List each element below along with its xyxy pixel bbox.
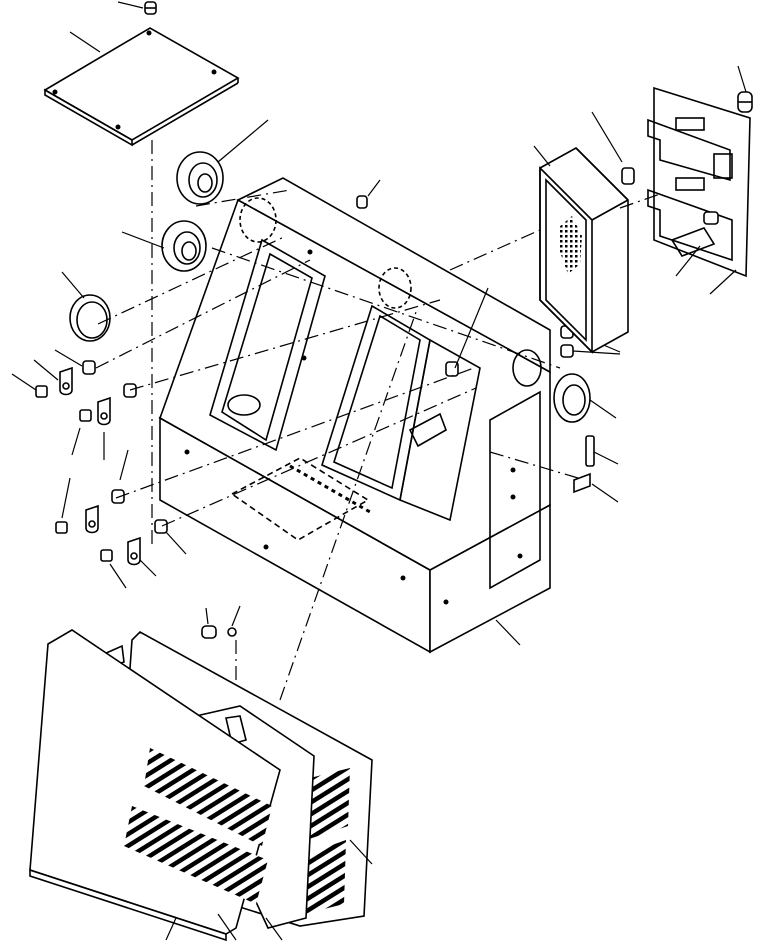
grommet-upper bbox=[176, 151, 224, 205]
clip bbox=[573, 472, 591, 494]
front-cover-grille bbox=[29, 629, 281, 942]
spacer bbox=[123, 383, 137, 398]
leader-line bbox=[165, 917, 177, 941]
bolt bbox=[585, 435, 595, 467]
grommet-middle bbox=[161, 220, 207, 272]
leader-line bbox=[217, 913, 237, 941]
leader-line bbox=[121, 231, 165, 249]
leader-line bbox=[11, 373, 37, 391]
cable-clamp bbox=[127, 536, 141, 566]
leader-line bbox=[591, 483, 619, 503]
leader-line bbox=[737, 65, 747, 93]
leader-line bbox=[61, 271, 85, 299]
leader-line bbox=[572, 350, 621, 355]
leader-line bbox=[265, 917, 283, 941]
leader-line bbox=[109, 563, 127, 589]
blanking-plug bbox=[69, 294, 111, 342]
pin bbox=[621, 167, 635, 185]
leader-line bbox=[119, 449, 129, 481]
spacer bbox=[82, 360, 96, 375]
cover-fastener bbox=[201, 625, 237, 639]
leader-line bbox=[709, 269, 737, 295]
nut bbox=[55, 521, 68, 534]
spacer bbox=[111, 489, 125, 504]
leader-line bbox=[675, 245, 701, 277]
nut bbox=[35, 385, 48, 398]
leader-line bbox=[33, 359, 59, 381]
leader-line bbox=[593, 451, 619, 465]
leader-line bbox=[231, 605, 241, 627]
leader-line bbox=[54, 349, 83, 367]
leader-line bbox=[495, 619, 521, 646]
cable-clamp bbox=[59, 366, 73, 396]
leader-line bbox=[454, 287, 489, 369]
leader-line bbox=[69, 31, 101, 53]
leader-line bbox=[533, 145, 551, 167]
spacer bbox=[154, 519, 168, 534]
leader-line bbox=[205, 607, 209, 625]
knob bbox=[737, 91, 753, 113]
top-cover-plate bbox=[43, 27, 240, 147]
leader-line bbox=[589, 399, 617, 419]
grommet-right bbox=[553, 373, 591, 423]
circuit-board-bracket bbox=[647, 86, 751, 278]
leader-line bbox=[117, 1, 144, 9]
leader-line bbox=[349, 839, 373, 865]
nut bbox=[560, 344, 574, 358]
leader-line bbox=[71, 427, 81, 456]
leader-line bbox=[139, 559, 157, 577]
top-cover-screw bbox=[144, 1, 157, 15]
leader-line bbox=[61, 477, 71, 519]
cable-clamp bbox=[85, 504, 99, 534]
leader-line bbox=[367, 179, 381, 197]
leader-line bbox=[217, 119, 269, 163]
leader-line bbox=[165, 531, 187, 555]
leader-line bbox=[591, 111, 623, 163]
console-housing bbox=[158, 177, 551, 654]
cable-clamp bbox=[97, 396, 111, 426]
nut bbox=[79, 409, 92, 422]
screw bbox=[356, 195, 368, 209]
nut bbox=[100, 549, 113, 562]
display-panel bbox=[539, 147, 629, 354]
